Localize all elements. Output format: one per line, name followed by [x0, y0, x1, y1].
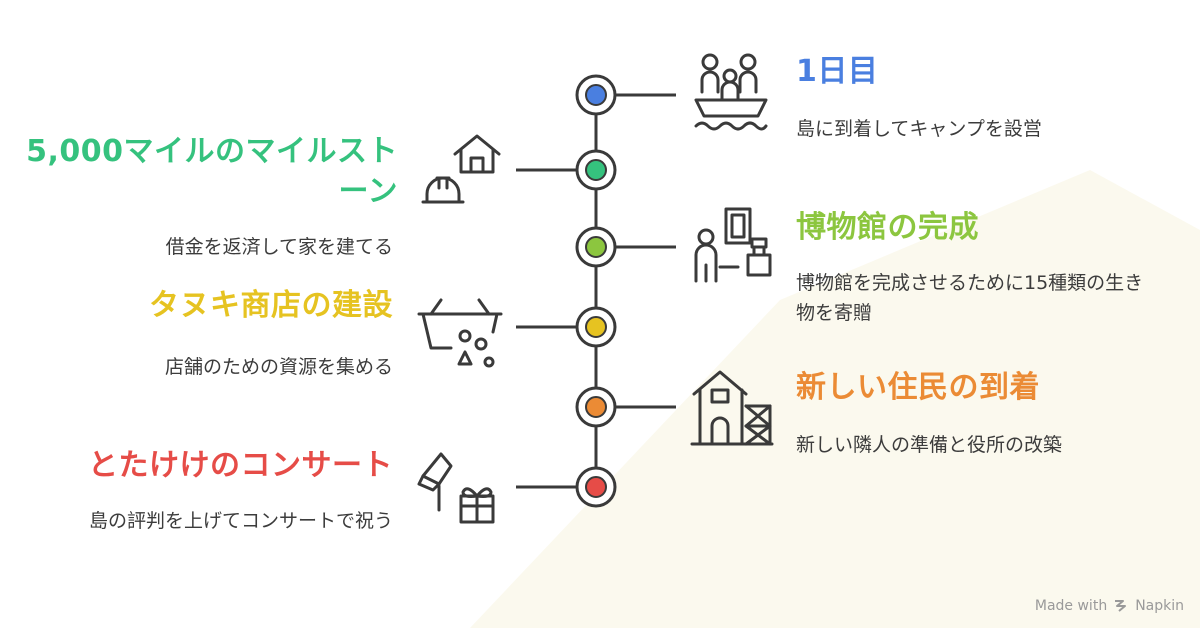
concert-gift-icon [417, 452, 495, 524]
event-title-1: 1日目 [796, 54, 879, 89]
museum-donation-icon [694, 207, 772, 283]
event-title-6: とたけけのコンサート [88, 448, 393, 483]
event-title-5: 新しい住民の到着 [796, 370, 1040, 405]
event-title-3: 博物館の完成 [796, 210, 979, 245]
event-description-3: 博物館を完成させるために15種類の生き物を寄贈 [796, 272, 1144, 324]
watermark-prefix: Made with [1034, 598, 1108, 614]
watermark-brand: Napkin [1135, 598, 1184, 614]
building-scaffold-icon [690, 370, 774, 446]
event-title-4: タヌキ商店の建設 [149, 288, 393, 323]
event-description-4: 店舗のための資源を集める [164, 356, 393, 378]
event-description-1: 島に到着してキャンプを設営 [796, 118, 1042, 140]
event-title-2: 5,000マイルのマイルストーン [26, 134, 398, 209]
event-description-6: 島の評判を上げてコンサートで祝う [88, 510, 393, 532]
napkin-watermark[interactable]: Made with Napkin [1035, 598, 1184, 614]
timeline-node-6 [575, 466, 617, 508]
event-description-5: 新しい隣人の準備と役所の改築 [796, 434, 1063, 456]
timeline-node-2 [575, 149, 617, 191]
timeline-node-1 [575, 74, 617, 116]
timeline-node-4 [575, 306, 617, 348]
house-construction-icon [421, 134, 501, 204]
napkin-logo-icon [1115, 600, 1127, 612]
timeline-node-3 [575, 226, 617, 268]
boat-people-icon [694, 53, 768, 131]
timeline-node-5 [575, 386, 617, 428]
event-description-2: 借金を返済して家を建てる [165, 236, 393, 258]
basket-resources-icon [417, 298, 503, 368]
